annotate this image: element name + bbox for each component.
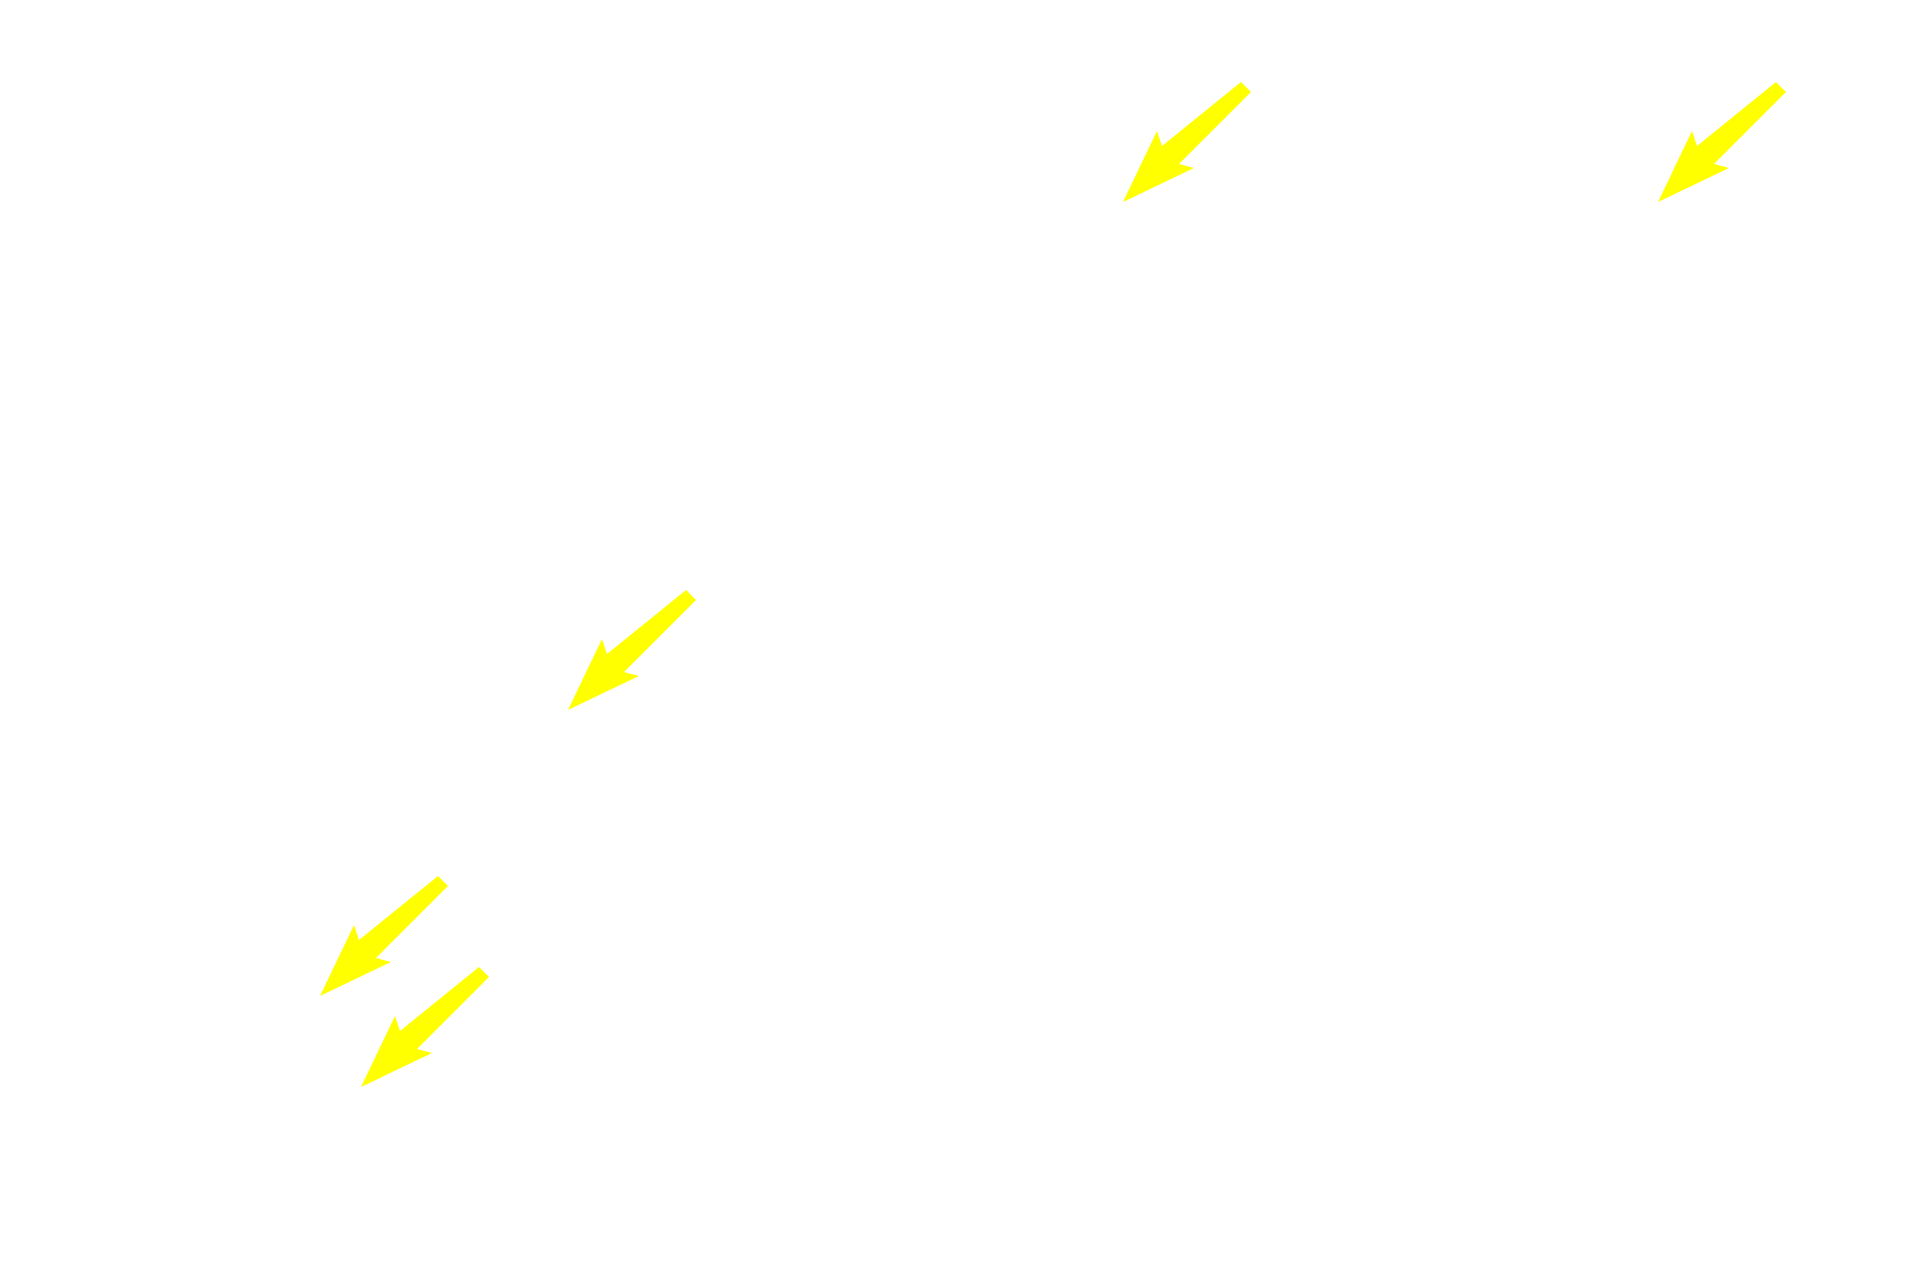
arrow-down-left-icon [1123, 82, 1251, 202]
arrow-down-left-icon [312, 864, 452, 1004]
arrow-down-left-icon [1115, 70, 1255, 210]
arrow-down-left-icon [361, 967, 489, 1087]
arrow-down-left-icon [568, 590, 696, 710]
arrow-down-left-icon [353, 955, 493, 1095]
arrow-down-left-icon [320, 876, 448, 996]
arrow-down-left-icon [1658, 82, 1786, 202]
arrow-down-left-icon [560, 578, 700, 718]
arrow-down-left-icon [1650, 70, 1790, 210]
